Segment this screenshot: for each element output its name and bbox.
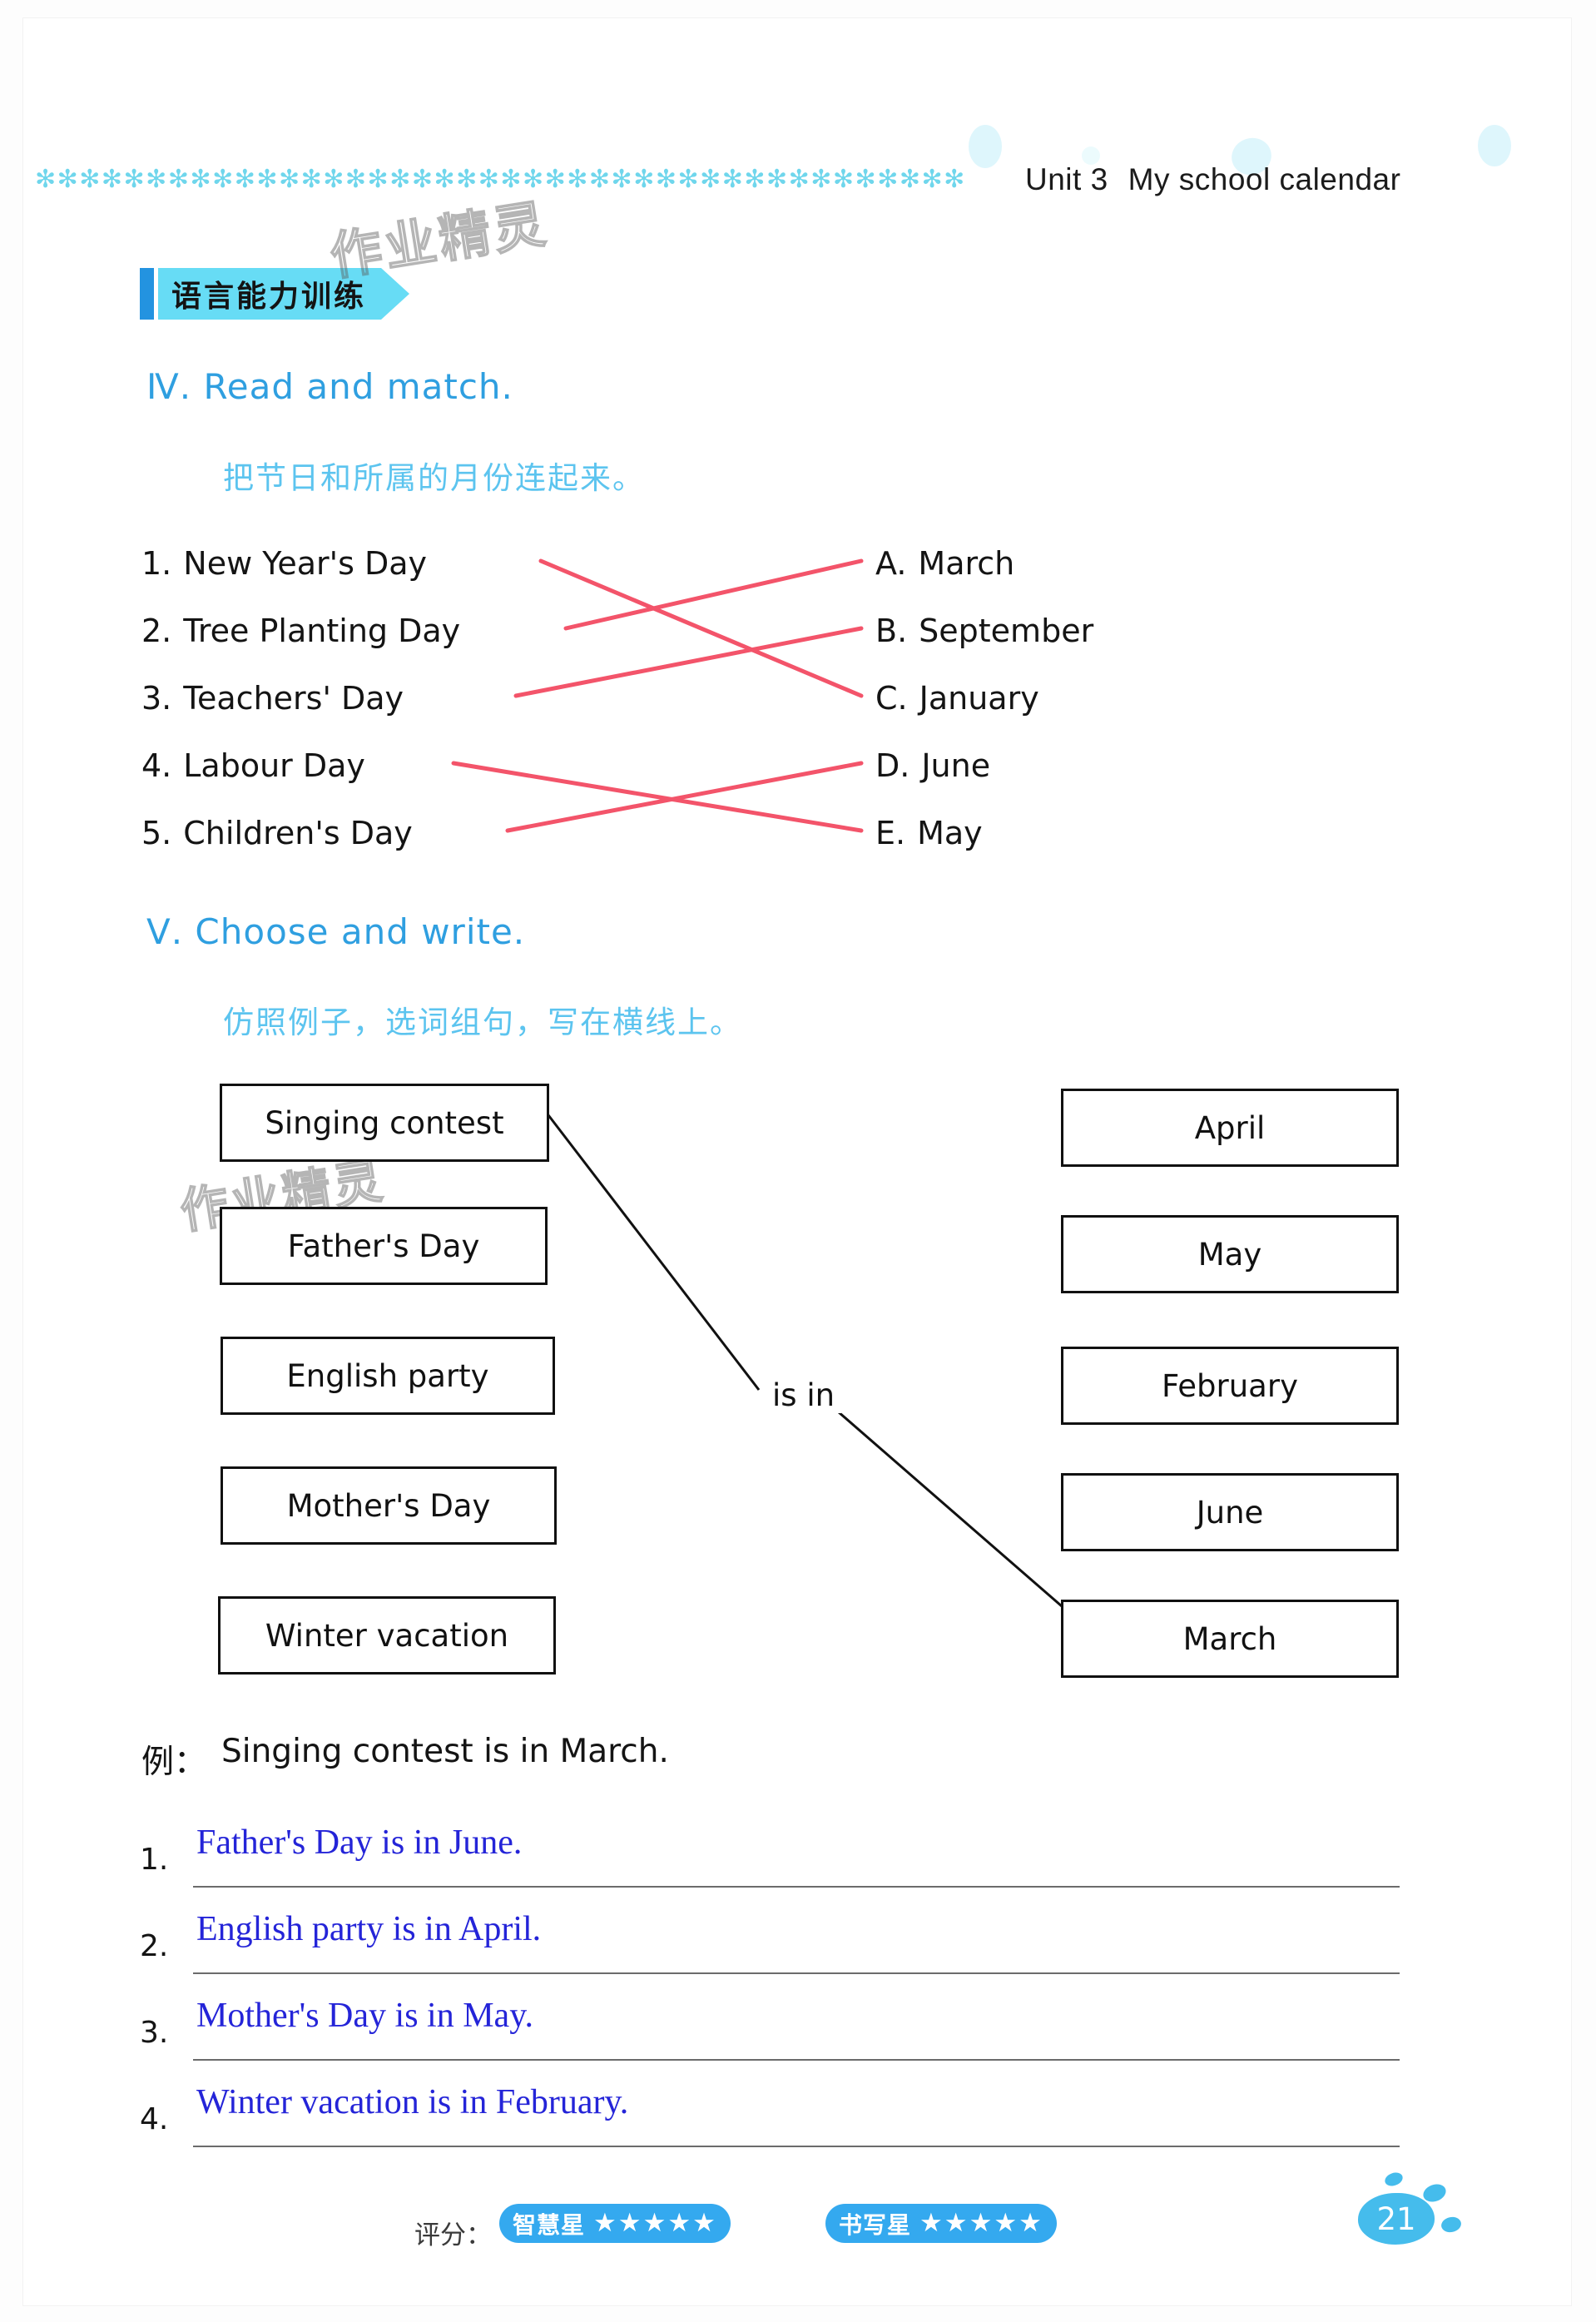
decorative-bubble <box>969 125 1002 168</box>
match-right-number: C. <box>875 680 908 717</box>
match-left-item-2[interactable]: 2. Tree Planting Day <box>141 613 460 649</box>
example-sentence: Singing contest is in March. <box>221 1733 669 1770</box>
month-box-5[interactable]: March <box>1061 1600 1399 1678</box>
answer-write-line-2[interactable] <box>193 1972 1400 1974</box>
month-box-label: May <box>1197 1236 1262 1273</box>
connector-line-segment-2 <box>831 1405 1063 1608</box>
rating-pill-label: 书写星 <box>839 2210 912 2239</box>
match-left-item-5[interactable]: 5. Children's Day <box>141 815 413 851</box>
match-left-label: Children's Day <box>183 815 413 851</box>
section-badge-bar <box>140 268 154 320</box>
answer-number-2: 2. <box>140 1929 169 1963</box>
match-right-item-C[interactable]: C. January <box>875 680 1039 717</box>
match-right-item-B[interactable]: B. September <box>875 613 1093 649</box>
month-box-label: June <box>1196 1494 1264 1531</box>
event-box-1[interactable]: Singing contest <box>220 1084 549 1162</box>
match-left-label: Tree Planting Day <box>183 613 461 649</box>
decorative-dotted-rule: ✻✻✻✻✻✻✻✻✻✻✻✻✻✻✻✻✻✻✻✻✻✻✻✻✻✻✻✻✻✻✻✻✻✻✻✻✻✻✻✻… <box>35 165 967 194</box>
match-left-number: 5. <box>141 815 172 851</box>
match-right-item-A[interactable]: A. March <box>875 545 1014 582</box>
answer-number-3: 3. <box>140 2016 169 2050</box>
match-left-label: New Year's Day <box>183 545 428 582</box>
match-left-item-3[interactable]: 3. Teachers' Day <box>141 680 404 717</box>
month-box-3[interactable]: February <box>1061 1347 1399 1425</box>
match-line-3-B <box>513 626 864 698</box>
answer-write-line-4[interactable] <box>193 2146 1400 2147</box>
answer-text-2: English party is in April. <box>196 1910 542 1948</box>
month-box-label: April <box>1194 1109 1266 1146</box>
decorative-bubble <box>1082 146 1100 165</box>
rating-pill-1[interactable]: 智慧星★★★★★ <box>499 2204 731 2243</box>
exercise-4-title: Ⅳ. Read and match. <box>146 366 513 407</box>
exercise-4-subtitle: 把节日和所属的月份连起来。 <box>223 460 645 496</box>
event-box-5[interactable]: Winter vacation <box>218 1596 556 1675</box>
exercise-5-title: Ⅴ. Choose and write. <box>146 911 526 952</box>
event-box-label: English party <box>286 1357 489 1394</box>
month-box-4[interactable]: June <box>1061 1473 1399 1551</box>
match-right-number: E. <box>875 815 906 851</box>
match-right-label: January <box>919 680 1039 717</box>
rating-pill-label: 智慧星 <box>513 2210 586 2239</box>
match-line-1-C <box>538 558 864 698</box>
answer-text-3: Mother's Day is in May. <box>196 1997 533 2035</box>
event-box-label: Mother's Day <box>286 1487 491 1524</box>
answer-number-1: 1. <box>140 1843 169 1877</box>
section-badge-label: 语言能力训练 <box>171 280 367 314</box>
event-box-2[interactable]: Father's Day <box>220 1207 548 1285</box>
exercise-5-subtitle: 仿照例子，选词组句，写在横线上。 <box>223 1005 742 1040</box>
match-left-item-4[interactable]: 4. Labour Day <box>141 747 365 784</box>
page-header-title: Unit 3 My school calendar <box>1025 162 1400 197</box>
match-right-label: September <box>919 613 1094 649</box>
page-number: 21 <box>1358 2193 1435 2245</box>
month-box-label: March <box>1182 1620 1277 1657</box>
match-left-label: Labour Day <box>183 747 365 784</box>
event-box-3[interactable]: English party <box>221 1337 555 1415</box>
answer-write-line-1[interactable] <box>193 1886 1400 1888</box>
connector-line-segment-1 <box>544 1111 761 1391</box>
connector-label: is in <box>766 1377 842 1413</box>
match-line-2-A <box>563 558 864 631</box>
section-badge-arrow <box>381 268 409 320</box>
answer-text-4: Winter vacation is in February. <box>196 2083 629 2121</box>
event-box-label: Singing contest <box>265 1104 504 1141</box>
section-badge-body: 语言能力训练 <box>158 268 382 320</box>
match-right-number: B. <box>875 613 908 649</box>
match-left-number: 4. <box>141 747 172 784</box>
match-left-label: Teachers' Day <box>183 680 404 717</box>
match-line-4-E <box>451 761 864 833</box>
header-unit-label: Unit 3 <box>1025 162 1108 196</box>
match-left-number: 3. <box>141 680 172 717</box>
match-right-label: March <box>918 545 1015 582</box>
rating-stars[interactable]: ★★★★★ <box>593 2208 717 2238</box>
match-right-label: May <box>917 815 983 851</box>
month-box-label: February <box>1162 1367 1298 1404</box>
decorative-bubble <box>1478 125 1511 166</box>
match-right-number: A. <box>875 545 907 582</box>
example-label: 例： <box>141 1744 207 1781</box>
month-box-2[interactable]: May <box>1061 1215 1399 1293</box>
match-left-number: 1. <box>141 545 172 582</box>
match-right-item-E[interactable]: E. May <box>875 815 983 851</box>
answer-text-1: Father's Day is in June. <box>196 1823 523 1862</box>
match-line-5-D <box>505 761 864 833</box>
match-right-label: June <box>921 747 991 784</box>
rating-stars[interactable]: ★★★★★ <box>919 2208 1043 2238</box>
event-box-label: Winter vacation <box>265 1617 509 1654</box>
match-left-item-1[interactable]: 1. New Year's Day <box>141 545 427 582</box>
score-label: 评分： <box>414 2220 492 2250</box>
match-right-number: D. <box>875 747 910 784</box>
month-box-1[interactable]: April <box>1061 1089 1399 1167</box>
header-unit-title: My school calendar <box>1128 162 1401 196</box>
event-box-4[interactable]: Mother's Day <box>221 1466 557 1545</box>
answer-number-4: 4. <box>140 2102 169 2136</box>
match-right-item-D[interactable]: D. June <box>875 747 990 784</box>
answer-write-line-3[interactable] <box>193 2059 1400 2061</box>
event-box-label: Father's Day <box>287 1228 480 1264</box>
rating-pill-2[interactable]: 书写星★★★★★ <box>825 2204 1057 2243</box>
match-left-number: 2. <box>141 613 172 649</box>
